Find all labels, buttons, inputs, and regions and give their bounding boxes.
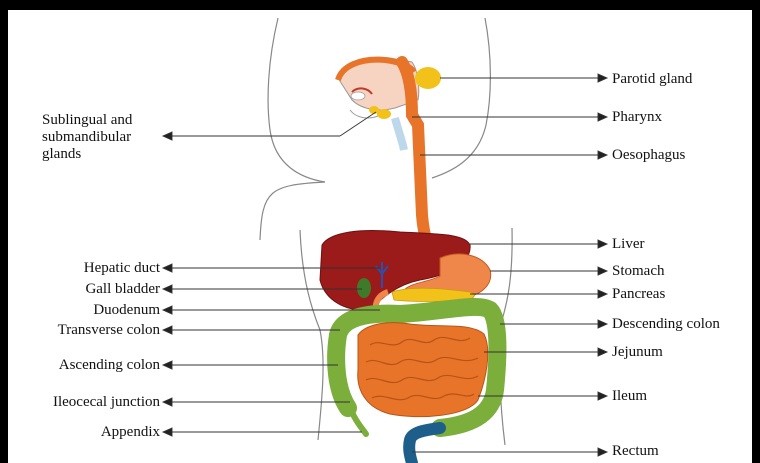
label-ileocecal-junction: Ileocecal junction — [53, 394, 160, 411]
label-jejunum: Jejunum — [612, 344, 663, 361]
label-oesophagus: Oesophagus — [612, 147, 685, 164]
appendix-shape — [352, 412, 366, 434]
trachea-shape — [395, 118, 404, 150]
label-duodenum: Duodenum — [93, 302, 160, 319]
label-appendix: Appendix — [101, 424, 160, 441]
gall-bladder-shape — [357, 278, 371, 298]
label-pancreas: Pancreas — [612, 286, 665, 303]
label-parotid-gland: Parotid gland — [612, 71, 692, 88]
label-sublingual-line3: glands — [42, 146, 81, 163]
label-sublingual-line1: Sublingual and — [42, 112, 132, 129]
label-descending-colon: Descending colon — [612, 316, 720, 333]
label-pharynx: Pharynx — [612, 109, 662, 126]
label-ileum: Ileum — [612, 388, 647, 405]
parotid-gland-shape — [415, 67, 441, 89]
label-ascending-colon: Ascending colon — [59, 357, 160, 374]
sublingual-gland-shape — [377, 109, 391, 119]
label-gall-bladder: Gall bladder — [85, 281, 160, 298]
label-transverse-colon: Transverse colon — [58, 322, 160, 339]
rectum-shape — [409, 428, 440, 463]
small-intestine-shape — [358, 323, 488, 417]
label-hepatic-duct: Hepatic duct — [84, 260, 160, 277]
label-rectum: Rectum — [612, 443, 659, 460]
label-stomach: Stomach — [612, 263, 665, 280]
label-liver: Liver — [612, 236, 644, 253]
label-sublingual-line2: submandibular — [42, 129, 131, 146]
